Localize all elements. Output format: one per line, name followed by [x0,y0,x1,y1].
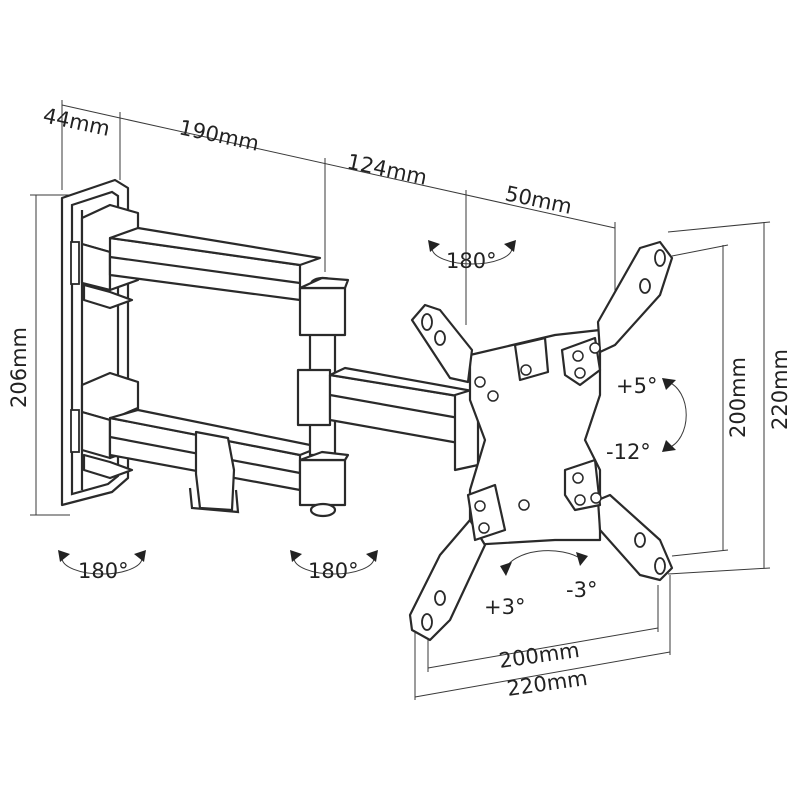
screw [574,494,586,506]
dim-arm-2: 124mm [345,149,429,189]
vesa-hole-top-left [421,313,433,331]
vesa-head-plate [408,240,674,642]
wall-slot-bottom [70,409,80,453]
dim-arm-3: 50mm [503,181,574,219]
dim-arm-1: 190mm [177,115,261,155]
label-swivel-head: 180° [446,249,497,273]
dim-wall-plate-height: 206mm [7,327,31,408]
label-rotate-cw: +3° [484,595,525,619]
screw [574,367,586,379]
vesa-hole-bottom-right [654,557,666,575]
screw [474,500,486,512]
dim-vesa-vertical-outer: 220mm [768,349,792,430]
dimension-lines [30,100,771,700]
dim-vesa-vertical-inner: 200mm [726,357,750,438]
rotation-labels: 180° 180° 180° +5° -12° +3° -3° [78,249,657,619]
label-swivel-wall: 180° [78,559,129,583]
label-rotate-ccw: -3° [566,578,597,602]
screw [518,499,530,511]
screw [572,472,584,484]
screw [572,350,584,362]
screw [590,492,602,504]
screw [478,522,490,534]
screw [589,342,601,354]
screw [474,376,486,388]
vesa-hole-top-right [654,249,666,267]
arms [80,203,480,518]
rotation-arrows [58,240,687,576]
screw [487,390,499,402]
dim-depth-wall: 44mm [41,103,112,141]
screw [520,364,532,376]
label-tilt-down: -12° [606,440,651,464]
wall-slot-top [70,241,80,285]
label-tilt-up: +5° [616,374,657,398]
vesa-hole-bottom-left [421,613,433,631]
dim-vesa-horizontal-outer: 220mm [505,666,589,701]
label-swivel-middle: 180° [308,559,359,583]
